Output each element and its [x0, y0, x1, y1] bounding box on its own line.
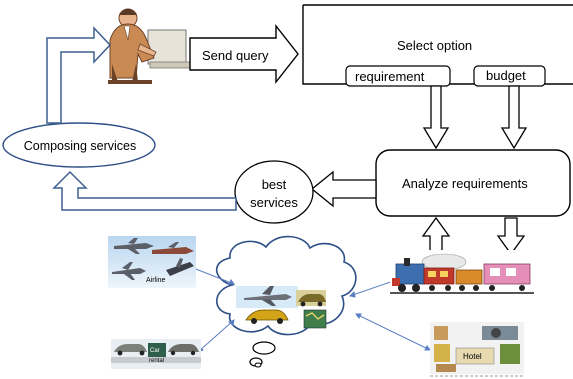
requirement-down-arrow — [422, 85, 450, 150]
composing-services-node: Composing services — [2, 122, 156, 168]
service-cloud — [215, 235, 357, 368]
best-services-line1: best — [262, 177, 287, 192]
best-services-node: best services — [234, 160, 314, 224]
car-rental-label-line2: rental — [149, 358, 164, 364]
send-query-label: Send query — [202, 48, 269, 63]
airline-label: Airline — [146, 277, 166, 284]
analyze-requirements-box: Analyze requirements — [375, 149, 571, 217]
train-icon — [390, 253, 534, 294]
composing-services-label: Composing services — [24, 139, 137, 153]
train-picture — [390, 250, 534, 296]
train-down-arrow — [496, 217, 526, 256]
car-rental-label-line1: Car — [150, 348, 160, 354]
cloud-taxi-icon — [245, 309, 289, 324]
send-query-arrow: Send query — [189, 23, 299, 85]
hotel-picture: Hotel — [430, 322, 524, 377]
best-services-line2: services — [250, 195, 298, 210]
budget-label: budget — [486, 68, 526, 83]
to-best-services-arrow — [310, 170, 377, 208]
select-option-box: Select option requirement budget — [302, 4, 573, 87]
hotel-icon — [434, 326, 520, 372]
airplane-icon — [112, 238, 194, 280]
requirement-label: requirement — [355, 69, 425, 84]
airline-picture: Airline — [108, 236, 196, 288]
requirement-box — [345, 65, 451, 87]
composing-to-user-arrow — [46, 26, 112, 124]
cloud-airplane-icon — [236, 286, 298, 308]
select-option-title: Select option — [397, 38, 472, 53]
hotel-label: Hotel — [463, 352, 482, 361]
user-at-computer-icon — [108, 8, 191, 84]
return-to-composing-arrow — [52, 170, 237, 211]
train-up-arrow — [421, 216, 451, 255]
cloud-car-icon — [296, 290, 326, 307]
cloud-map-icon — [303, 309, 327, 329]
budget-down-arrow — [500, 85, 528, 150]
car-icon — [114, 344, 199, 356]
car-rental-picture: Car rental — [111, 339, 201, 369]
analyze-requirements-label: Analyze requirements — [402, 176, 528, 191]
